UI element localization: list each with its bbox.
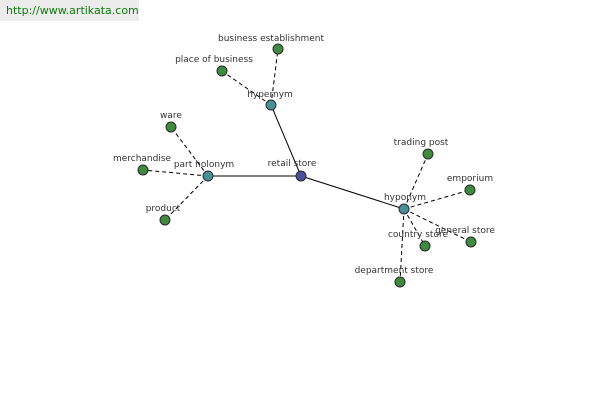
node-circle-merchandise[interactable]	[137, 164, 149, 176]
node-circle-hyponym[interactable]	[398, 203, 410, 215]
node-label-trading-post: trading post	[394, 138, 449, 148]
node-circle-retail-store[interactable]	[295, 170, 307, 182]
edge-retail-store-to-hyponym	[300, 175, 405, 210]
node-circle-product[interactable]	[159, 214, 171, 226]
edge-part-holonym-to-ware	[170, 126, 209, 177]
node-label-department-store: department store	[355, 266, 434, 276]
edge-hyponym-to-trading-post	[403, 153, 429, 210]
node-circle-country-store[interactable]	[419, 240, 431, 252]
node-label-country-store: country store	[388, 230, 449, 240]
node-hypernym[interactable]: hypernym	[247, 90, 293, 111]
node-circle-department-store[interactable]	[394, 276, 406, 288]
node-emporium[interactable]: emporium	[447, 174, 493, 196]
node-circle-hypernym[interactable]	[265, 99, 277, 111]
edge-part-holonym-to-merchandise	[142, 169, 209, 177]
edge-hyponym-to-department-store	[399, 208, 405, 283]
node-part-holonym[interactable]: part holonym	[174, 160, 234, 182]
edge-hypernym-to-place-of-business	[221, 70, 272, 106]
node-label-part-holonym: part holonym	[174, 160, 234, 170]
node-label-merchandise: merchandise	[113, 154, 172, 164]
node-circle-trading-post[interactable]	[422, 148, 434, 160]
node-label-emporium: emporium	[447, 174, 493, 184]
node-label-business-establishment: business establishment	[218, 34, 324, 44]
node-label-retail-store: retail store	[268, 159, 317, 169]
node-label-product: product	[146, 204, 181, 214]
edge-hyponym-to-general-store	[403, 208, 472, 243]
node-circle-business-establishment[interactable]	[272, 43, 284, 55]
node-circle-emporium[interactable]	[464, 184, 476, 196]
edge-retail-store-to-hypernym	[270, 104, 302, 177]
node-trading-post[interactable]: trading post	[394, 138, 449, 160]
node-ware[interactable]: ware	[160, 111, 182, 133]
edge-hyponym-to-country-store	[403, 208, 426, 247]
node-circle-ware[interactable]	[165, 121, 177, 133]
node-label-hypernym: hypernym	[247, 90, 293, 100]
node-label-hyponym: hyponym	[384, 193, 426, 203]
node-hyponym[interactable]: hyponym	[384, 193, 426, 215]
node-merchandise[interactable]: merchandise	[113, 154, 172, 176]
edge-hypernym-to-business-establishment	[270, 48, 279, 106]
edge-hyponym-to-emporium	[403, 189, 471, 210]
node-label-general-store: general store	[435, 226, 495, 236]
node-circle-general-store[interactable]	[465, 236, 477, 248]
node-department-store[interactable]: department store	[355, 266, 434, 288]
node-place-of-business[interactable]: place of business	[175, 55, 253, 77]
edges-layer	[142, 48, 472, 283]
node-business-establishment[interactable]: business establishment	[218, 34, 324, 55]
node-retail-store[interactable]: retail store	[268, 159, 317, 182]
node-label-ware: ware	[160, 111, 182, 121]
url-banner[interactable]: http://www.artikata.com	[0, 0, 139, 21]
node-product[interactable]: product	[146, 204, 181, 226]
node-label-place-of-business: place of business	[175, 55, 253, 65]
node-country-store[interactable]: country store	[388, 230, 449, 252]
node-circle-place-of-business[interactable]	[216, 65, 228, 77]
node-circle-part-holonym[interactable]	[202, 170, 214, 182]
node-general-store[interactable]: general store	[435, 226, 495, 248]
edge-part-holonym-to-product	[164, 175, 209, 221]
nodes-layer: retail store hypernym part holonym hyponym b…	[113, 34, 495, 288]
